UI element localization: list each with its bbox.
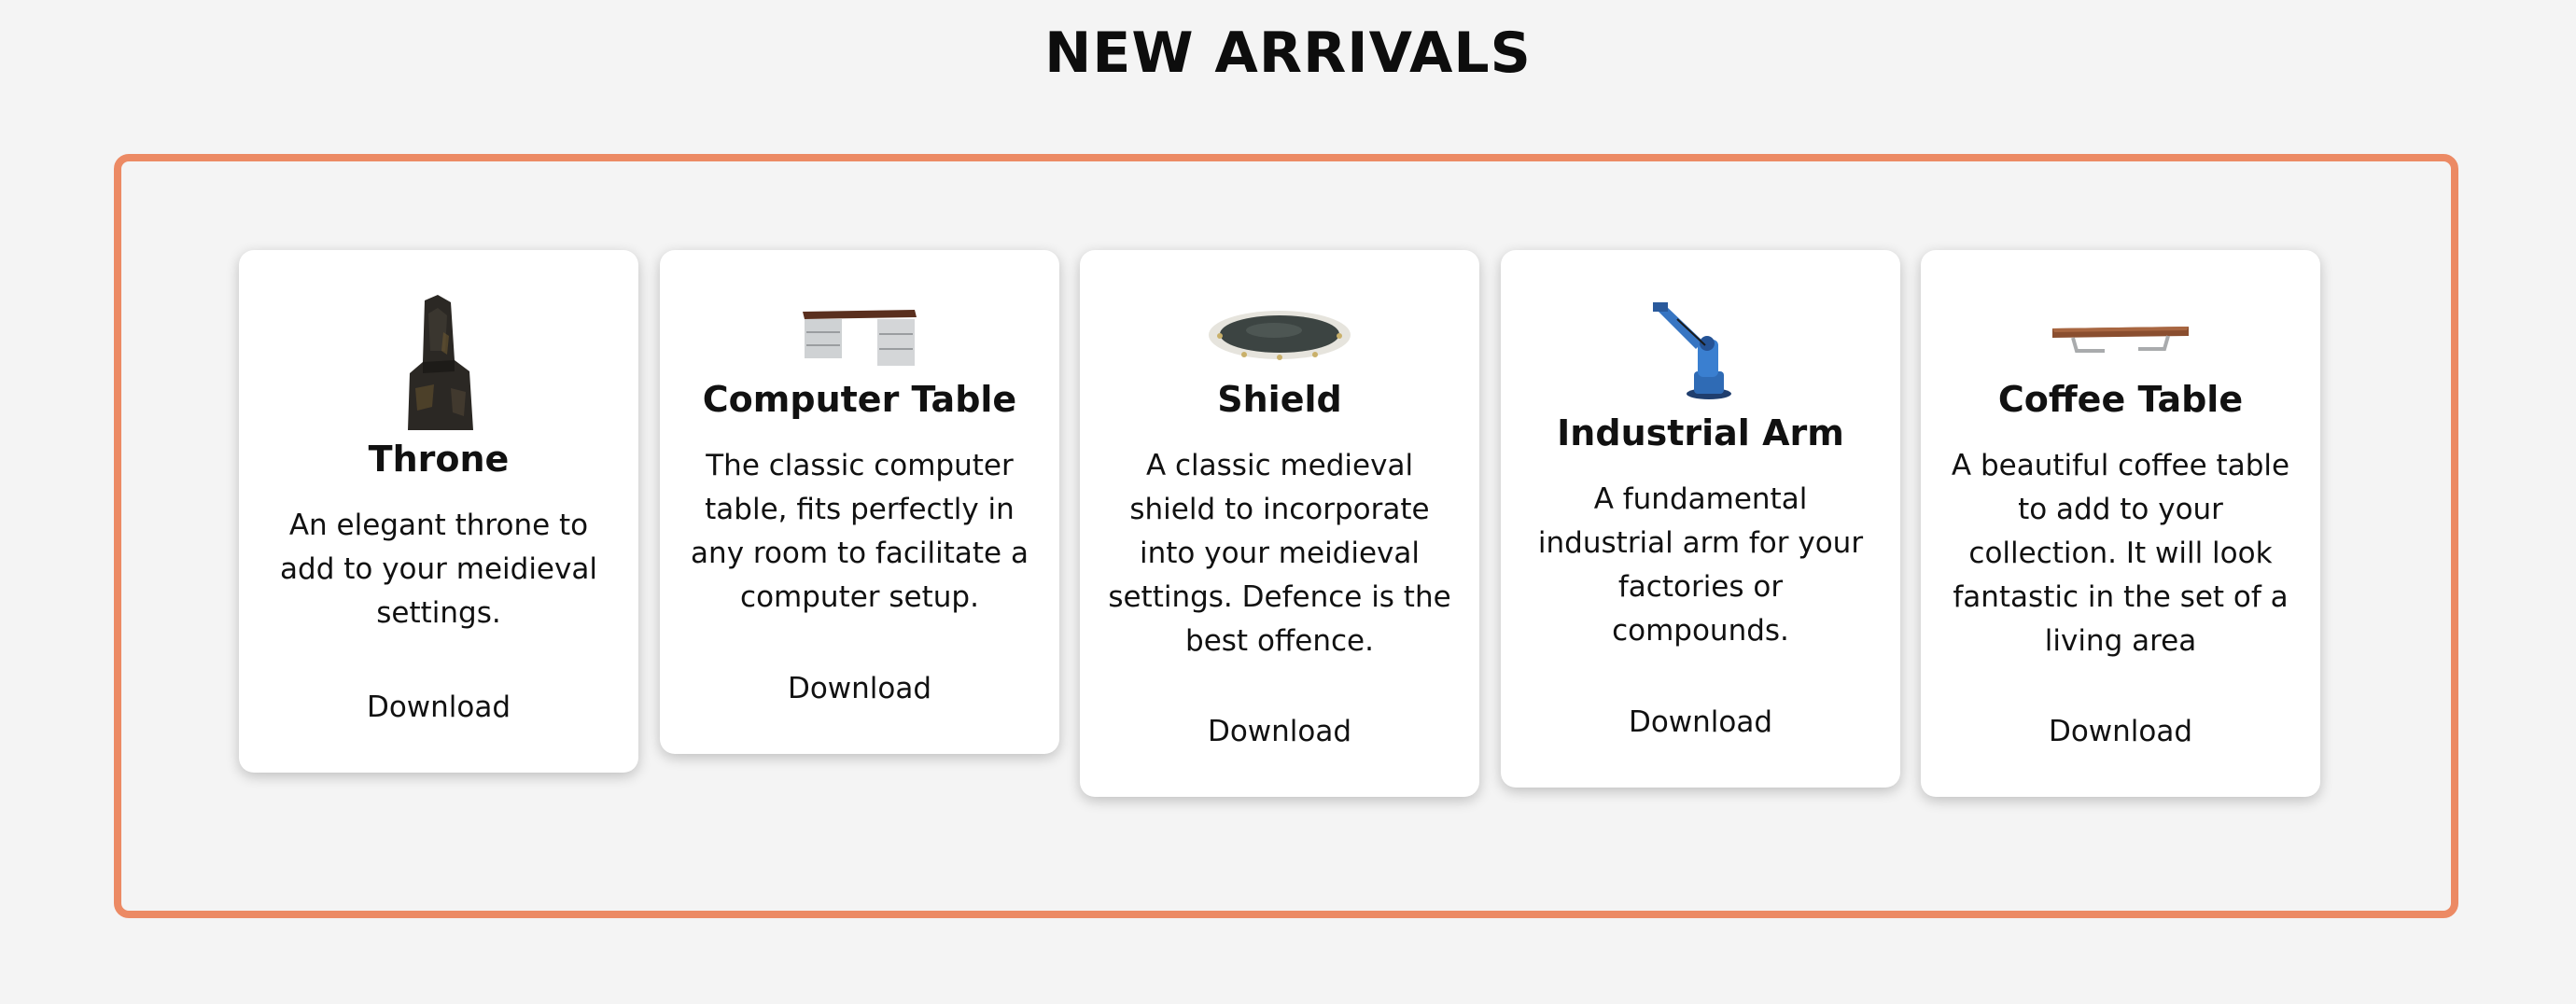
product-name: Computer Table bbox=[702, 379, 1017, 420]
shield-model-icon bbox=[1080, 308, 1479, 362]
new-arrivals-frame bbox=[114, 154, 2458, 918]
product-description: A fundamental industrial arm for your fa… bbox=[1537, 482, 1864, 648]
product-card-throne: Throne An elegant throne to add to your … bbox=[239, 250, 638, 773]
product-card-coffee-table: Coffee Table A beautiful coffee table to… bbox=[1921, 250, 2320, 797]
product-card-industrial-arm: Industrial Arm A fundamental industrial … bbox=[1501, 250, 1900, 788]
product-description: An elegant throne to add to your meidiev… bbox=[280, 509, 597, 630]
product-description: The classic computer table, fits perfect… bbox=[691, 449, 1029, 614]
download-button-computer-table[interactable]: Download bbox=[787, 672, 932, 705]
product-name: Coffee Table bbox=[1997, 379, 2244, 420]
product-card-shield: Shield A classic medieval shield to inco… bbox=[1080, 250, 1479, 797]
computer-table-model-icon bbox=[660, 306, 1059, 368]
download-button-throne[interactable]: Download bbox=[366, 690, 511, 724]
product-description: A classic medieval shield to incorporate… bbox=[1108, 449, 1451, 658]
coffee-table-model-icon bbox=[1921, 323, 2320, 355]
download-button-industrial-arm[interactable]: Download bbox=[1628, 705, 1773, 739]
industrial-arm-model-icon bbox=[1501, 297, 1900, 399]
download-button-coffee-table[interactable]: Download bbox=[2048, 715, 2193, 748]
product-card-computer-table: Computer Table The classic computer tabl… bbox=[660, 250, 1059, 754]
page-title: NEW ARRIVALS bbox=[1044, 21, 1532, 86]
product-name: Industrial Arm bbox=[1557, 412, 1844, 453]
product-name: Throne bbox=[368, 439, 510, 480]
product-description: A beautiful coffee table to add to your … bbox=[1951, 449, 2290, 658]
throne-model-icon bbox=[239, 295, 638, 435]
download-button-shield[interactable]: Download bbox=[1207, 715, 1352, 748]
product-name: Shield bbox=[1217, 379, 1342, 420]
